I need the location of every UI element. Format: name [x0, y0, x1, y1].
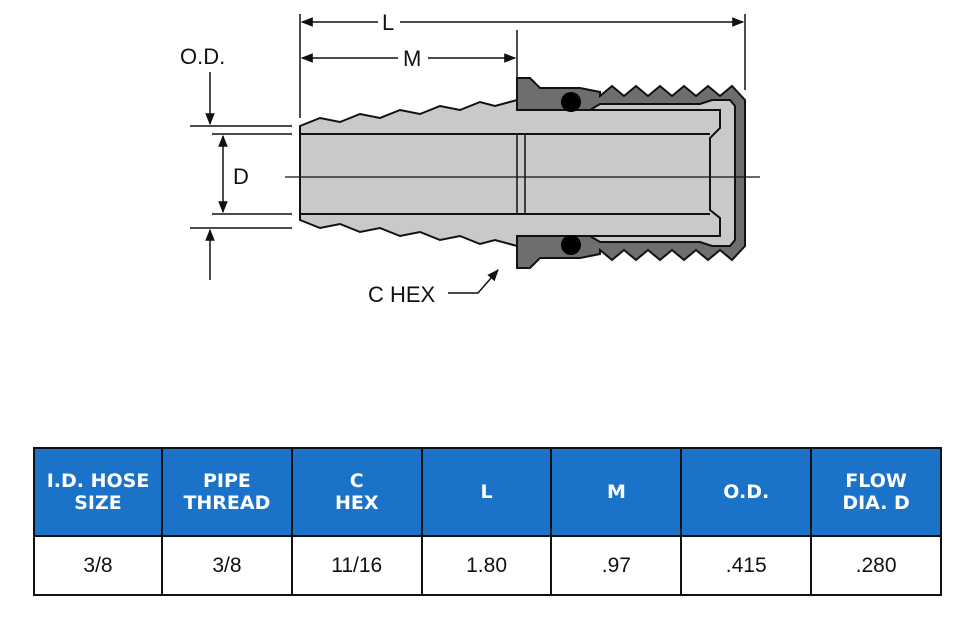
col-header-line: HEX [334, 492, 379, 514]
col-header-pipe-thread: PIPE THREAD [161, 447, 293, 537]
spec-table-header-row: I.D. HOSE SIZE PIPE THREAD C HEX L M O.D… [33, 447, 942, 537]
col-header-line: L [480, 481, 493, 503]
spec-table: I.D. HOSE SIZE PIPE THREAD C HEX L M O.D… [33, 447, 942, 596]
o-ring-top [561, 92, 581, 112]
dim-od-label: O.D. [180, 44, 225, 69]
cell-flow-dia-d: .280 [810, 535, 942, 596]
fitting-drawing: L M O.D. D C HEX [180, 10, 760, 307]
dim-m-label: M [403, 46, 421, 71]
dim-l-label: L [382, 10, 394, 35]
cell-l: 1.80 [420, 535, 553, 596]
col-header-line: DIA. D [842, 492, 910, 514]
barb-body [299, 98, 721, 248]
col-header-id-hose-size: I.D. HOSE SIZE [33, 447, 163, 537]
col-header-line: I.D. HOSE [46, 470, 150, 492]
col-header-c-hex: C HEX [290, 447, 423, 537]
col-header-line: SIZE [74, 492, 122, 514]
cell-m: .97 [550, 535, 683, 596]
c-hex-leader [448, 269, 499, 294]
dim-d-label: D [233, 164, 249, 189]
col-header-line: O.D. [723, 481, 770, 503]
cell-id-hose-size: 3/8 [33, 535, 163, 596]
col-header-line: FLOW [845, 470, 907, 492]
col-header-line: M [606, 481, 626, 503]
col-header-line: THREAD [183, 492, 271, 514]
o-ring-bottom [561, 235, 581, 255]
cell-c-hex: 11/16 [290, 535, 423, 596]
cell-od: .415 [680, 535, 813, 596]
col-header-l: L [420, 447, 553, 537]
col-header-line: PIPE [202, 470, 251, 492]
col-header-line: C [349, 470, 364, 492]
table-row: 3/8 3/8 11/16 1.80 .97 .415 .280 [33, 535, 942, 596]
col-header-od: O.D. [680, 447, 813, 537]
cell-pipe-thread: 3/8 [161, 535, 293, 596]
c-hex-label: C HEX [368, 282, 436, 307]
col-header-flow-dia-d: FLOW DIA. D [810, 447, 942, 537]
col-header-m: M [550, 447, 683, 537]
